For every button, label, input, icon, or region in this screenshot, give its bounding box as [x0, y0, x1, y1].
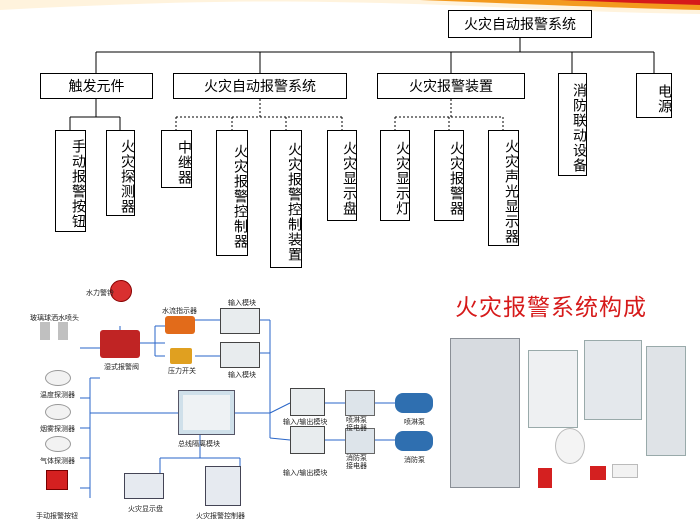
label-input-module-1: 输入模块 [228, 299, 256, 307]
decorative-top-band [0, 0, 700, 40]
label-sprinkler: 玻璃球洒水喷头 [30, 314, 79, 322]
spray-relay-icon [345, 390, 375, 416]
label-fire-relay: 消防泵 接电器 [346, 454, 367, 470]
product-photo-collage [450, 338, 688, 500]
branch-trigger-elements: 触发元件 [40, 73, 153, 99]
label-io-module-2: 输入/输出模块 [283, 469, 328, 477]
fire-relay-icon [345, 428, 375, 454]
io-module-icon-2 [290, 426, 325, 454]
label-io-module-1: 输入/输出模块 [283, 418, 328, 426]
label-water-bell: 水力警铃 [86, 289, 114, 297]
isolation-module-icon [178, 390, 235, 435]
gas-detector-icon [45, 436, 71, 452]
sprinkler-icon-1 [40, 322, 50, 340]
leaf-manual-alarm-button: 手动报警按钮 [55, 130, 86, 232]
spray-pump-icon [395, 393, 433, 413]
label-spray-relay: 喷淋泵 接电器 [346, 416, 367, 432]
system-composition-diagram: 水力警铃 玻璃球洒水喷头 水流指示器 输入模块 输入模块 压力开关 湿式报警阀 … [0, 278, 700, 523]
label-isolation-module: 总线隔离模块 [178, 440, 220, 448]
branch-alarm-devices: 火灾报警装置 [377, 73, 525, 99]
manual-button-icon [46, 470, 68, 490]
branch-power-supply: 电源 [636, 73, 672, 118]
pressure-switch-icon [170, 348, 192, 364]
label-flow-indicator: 水流指示器 [162, 307, 197, 315]
label-display-panel: 火灾显示盘 [128, 505, 163, 513]
water-bell-icon [110, 280, 132, 302]
system-hierarchy-tree: 火灾自动报警系统 触发元件 火灾自动报警系统 火灾报警装置 消防联动设备 电源 … [40, 10, 672, 268]
leaf-repeater: 中继器 [161, 130, 192, 188]
label-temp-detector: 温度探测器 [40, 391, 75, 399]
temp-detector-icon [45, 370, 71, 386]
input-module-icon-2 [220, 342, 260, 368]
io-module-icon-1 [290, 388, 325, 416]
leaf-fire-detector: 火灾探测器 [106, 130, 135, 216]
diagram-title: 火灾报警系统构成 [455, 295, 647, 321]
panel-image-2 [584, 340, 642, 420]
label-spray-pump: 喷淋泵 [404, 418, 425, 426]
label-input-module-2: 输入模块 [228, 371, 256, 379]
leaf-alarm-controller: 火灾报警控制器 [216, 130, 248, 256]
leaf-fire-indicator-light: 火灾显示灯 [380, 130, 410, 221]
schematic-lines [80, 319, 395, 498]
sounder-image [555, 428, 585, 464]
sprinkler-icon-2 [58, 322, 68, 340]
smoke-detector-icon [45, 404, 71, 420]
fire-pump-icon [395, 431, 433, 451]
panel-image-1 [528, 350, 578, 428]
branch-fire-alarm-system: 火灾自动报警系统 [173, 73, 347, 99]
leaf-audio-visual-alarm: 火灾声光显示器 [488, 130, 519, 246]
leaf-fire-alarm-sounder: 火灾报警器 [434, 130, 464, 221]
label-fire-pump: 消防泵 [404, 456, 425, 464]
root-node: 火灾自动报警系统 [448, 10, 592, 38]
red-button-image [538, 468, 552, 488]
label-pressure-switch: 压力开关 [168, 367, 196, 375]
label-wet-valve: 湿式报警阀 [104, 363, 139, 371]
branch-fire-linkage-equipment: 消防联动设备 [558, 73, 587, 176]
red-device-image [590, 466, 606, 480]
controller-icon [205, 466, 241, 506]
wave-decoration [0, 0, 700, 14]
wet-alarm-valve-icon [100, 330, 140, 358]
leaf-alarm-control-device: 火灾报警控制装置 [270, 130, 302, 268]
label-gas-detector: 气体探测器 [40, 457, 75, 465]
cabinet-image [450, 338, 520, 488]
input-module-icon-1 [220, 308, 260, 334]
tree-connectors [69, 38, 655, 130]
panel-image-3 [646, 346, 686, 456]
leaf-fire-display-panel: 火灾显示盘 [327, 130, 357, 221]
flow-indicator-icon [165, 316, 195, 334]
module-image [612, 464, 638, 478]
display-panel-icon [124, 473, 164, 499]
label-manual-button: 手动报警按钮 [36, 512, 78, 520]
label-controller: 火灾报警控制器 [196, 512, 245, 520]
label-smoke-detector: 烟雾探测器 [40, 425, 75, 433]
